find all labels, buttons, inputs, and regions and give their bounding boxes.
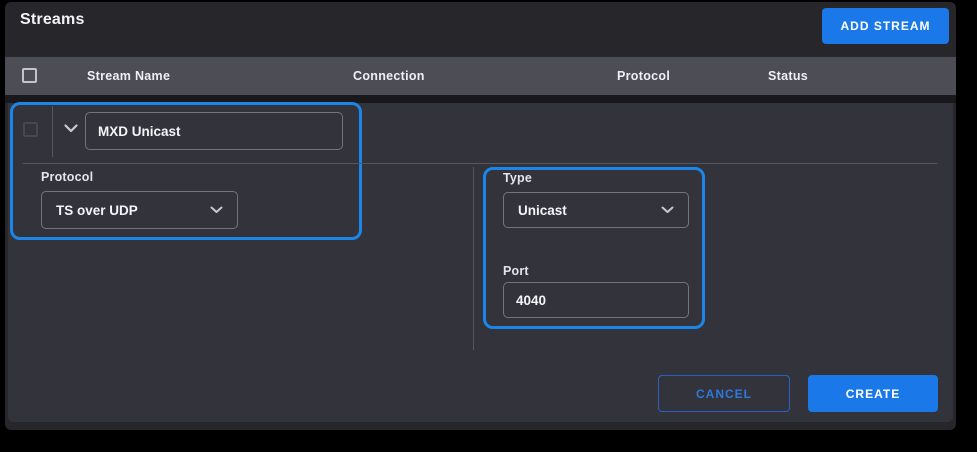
panel-topbar: Streams ADD STREAM bbox=[5, 2, 956, 57]
chevron-down-icon bbox=[661, 206, 674, 214]
streams-panel: Streams ADD STREAM Stream Name Connectio… bbox=[5, 2, 956, 430]
type-select[interactable]: Unicast bbox=[503, 192, 689, 228]
stream-row-highlight bbox=[10, 102, 362, 240]
select-all-checkbox[interactable] bbox=[22, 68, 37, 83]
protocol-select-value: TS over UDP bbox=[56, 202, 138, 218]
row-cell-divider bbox=[52, 106, 53, 157]
header-card-gap bbox=[5, 95, 956, 103]
protocol-label: Protocol bbox=[41, 170, 94, 184]
column-header-stream-name: Stream Name bbox=[87, 69, 171, 83]
stream-name-input[interactable] bbox=[85, 112, 343, 150]
column-header-protocol: Protocol bbox=[617, 69, 671, 83]
chevron-down-icon bbox=[210, 206, 223, 214]
create-button[interactable]: CREATE bbox=[808, 375, 938, 412]
add-stream-button[interactable]: ADD STREAM bbox=[822, 8, 949, 44]
cancel-button[interactable]: CANCEL bbox=[658, 375, 790, 412]
row-checkbox[interactable] bbox=[23, 122, 38, 137]
form-column-divider bbox=[473, 167, 474, 350]
type-label: Type bbox=[503, 171, 533, 185]
column-header-status: Status bbox=[768, 69, 809, 83]
protocol-select[interactable]: TS over UDP bbox=[41, 191, 238, 229]
row-form-divider bbox=[23, 163, 937, 164]
type-select-value: Unicast bbox=[518, 202, 567, 218]
row-expand-toggle[interactable] bbox=[60, 117, 82, 139]
chevron-down-icon bbox=[64, 123, 78, 133]
table-header: Stream Name Connection Protocol Status bbox=[5, 57, 956, 95]
port-label: Port bbox=[503, 264, 529, 278]
page-title: Streams bbox=[20, 11, 85, 28]
port-input[interactable] bbox=[503, 282, 689, 318]
stream-editor-card: Protocol TS over UDP Type Unicast bbox=[8, 102, 953, 422]
column-header-connection: Connection bbox=[353, 69, 425, 83]
type-port-highlight bbox=[483, 167, 705, 329]
